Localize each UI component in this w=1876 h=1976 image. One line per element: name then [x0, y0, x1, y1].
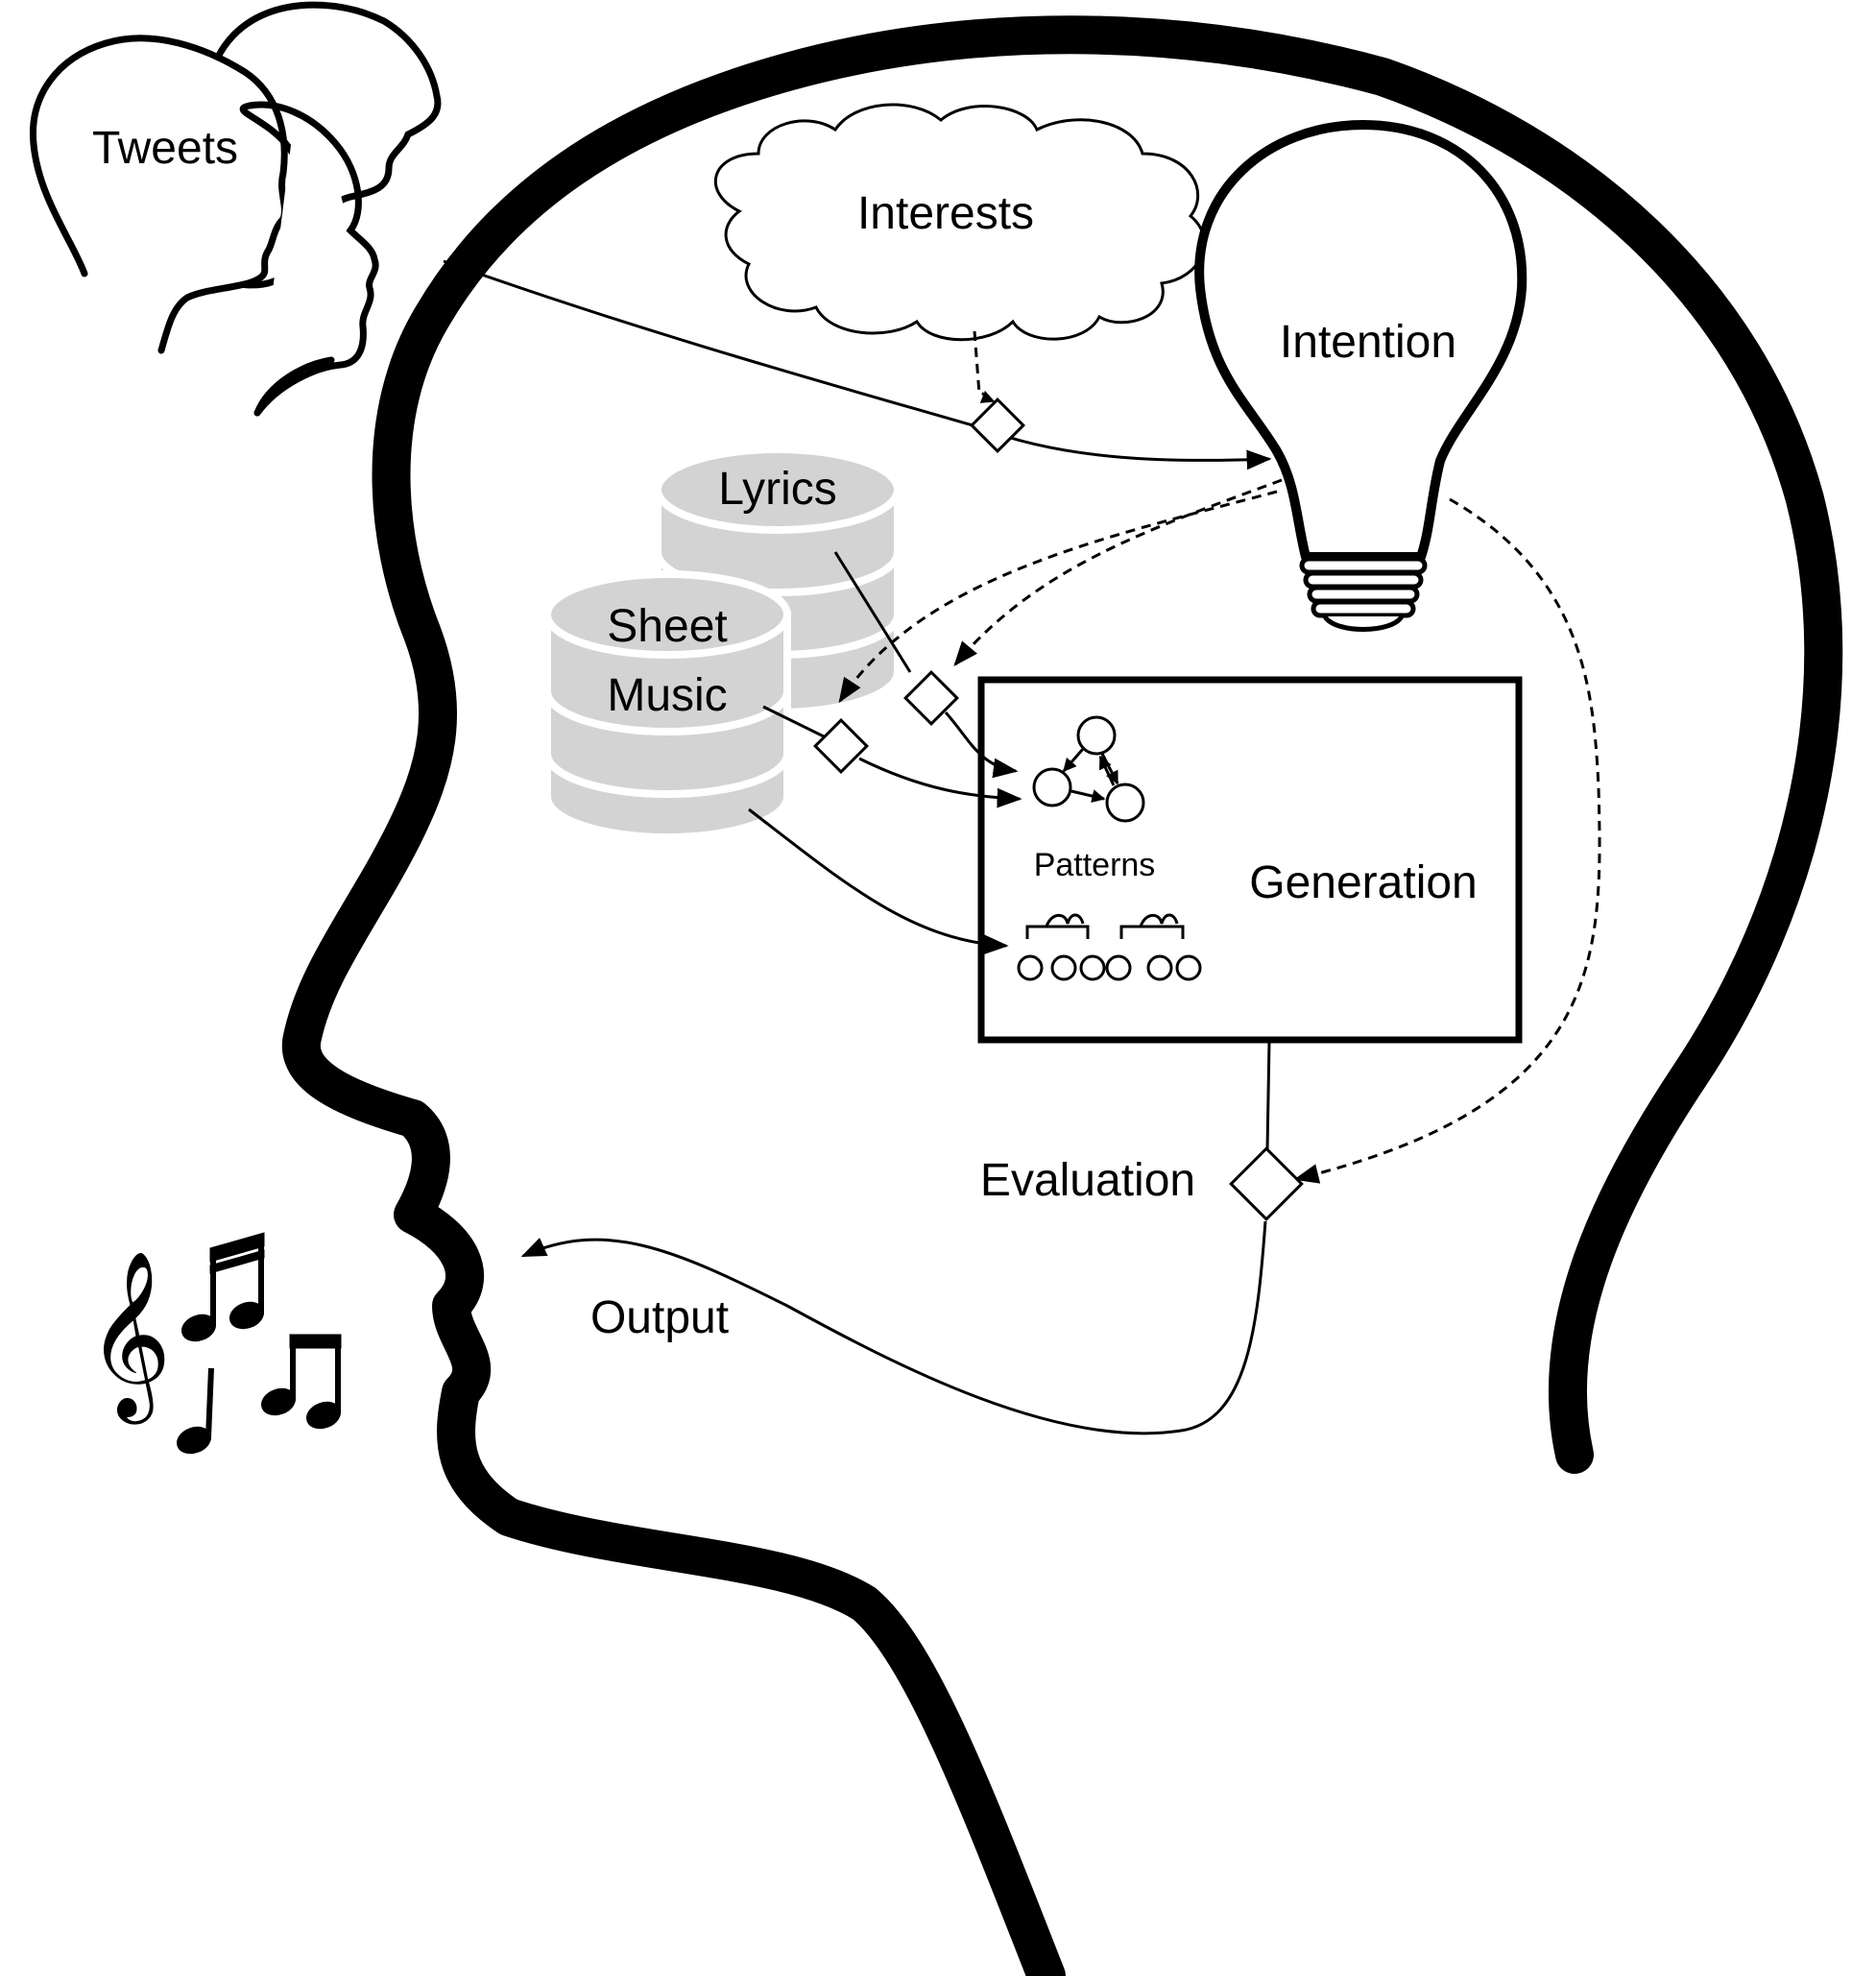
- music-notes-icon: 𝄞: [86, 1232, 342, 1455]
- generation-to-evaluation-line: [1265, 1041, 1271, 1151]
- intention-to-lyrics-diamond-arrow: [953, 478, 1283, 666]
- sheet-music-label-line2: Music: [607, 670, 727, 721]
- intention-to-evaluation-arrow: [1293, 497, 1601, 1184]
- evaluation-diamond: [1229, 1146, 1304, 1221]
- generation-box: [977, 676, 1523, 1044]
- sheet-to-patterns-arrow: [762, 705, 1020, 799]
- lyrics-to-patterns-arrow: [833, 551, 1016, 771]
- lyrics-merge-diamond: [903, 670, 959, 726]
- sheet-music-database-icon: [543, 570, 791, 841]
- intention-to-sheet-diamond-arrow: [838, 490, 1278, 704]
- sheet-merge-diamond: [813, 718, 869, 774]
- tweets-heads-icon: [29, 1, 442, 417]
- evaluation-label: Evaluation: [980, 1155, 1195, 1206]
- treble-clef-icon: 𝄞: [86, 1250, 172, 1425]
- tweets-label: Tweets: [92, 123, 238, 174]
- generation-label: Generation: [1249, 857, 1478, 908]
- lyrics-label: Lyrics: [718, 464, 837, 515]
- sheet-music-label-line1: Sheet: [607, 601, 727, 652]
- sheet-to-notes-arrow: [748, 807, 1009, 955]
- tweets-to-intention-arrow: [443, 259, 1272, 470]
- patterns-label: Patterns: [1034, 847, 1156, 883]
- head-silhouette: [281, 15, 1843, 1976]
- interests-label: Interests: [857, 188, 1034, 239]
- intention-label: Intention: [1280, 317, 1456, 368]
- output-label: Output: [590, 1292, 729, 1343]
- evaluation-to-output-arrow: [520, 1220, 1267, 1435]
- note-sequence-icon: [1017, 913, 1202, 981]
- intention-lightbulb-icon: [1194, 120, 1527, 632]
- interests-merge-diamond: [970, 398, 1025, 453]
- interests-to-diamond-arrow: [973, 330, 996, 403]
